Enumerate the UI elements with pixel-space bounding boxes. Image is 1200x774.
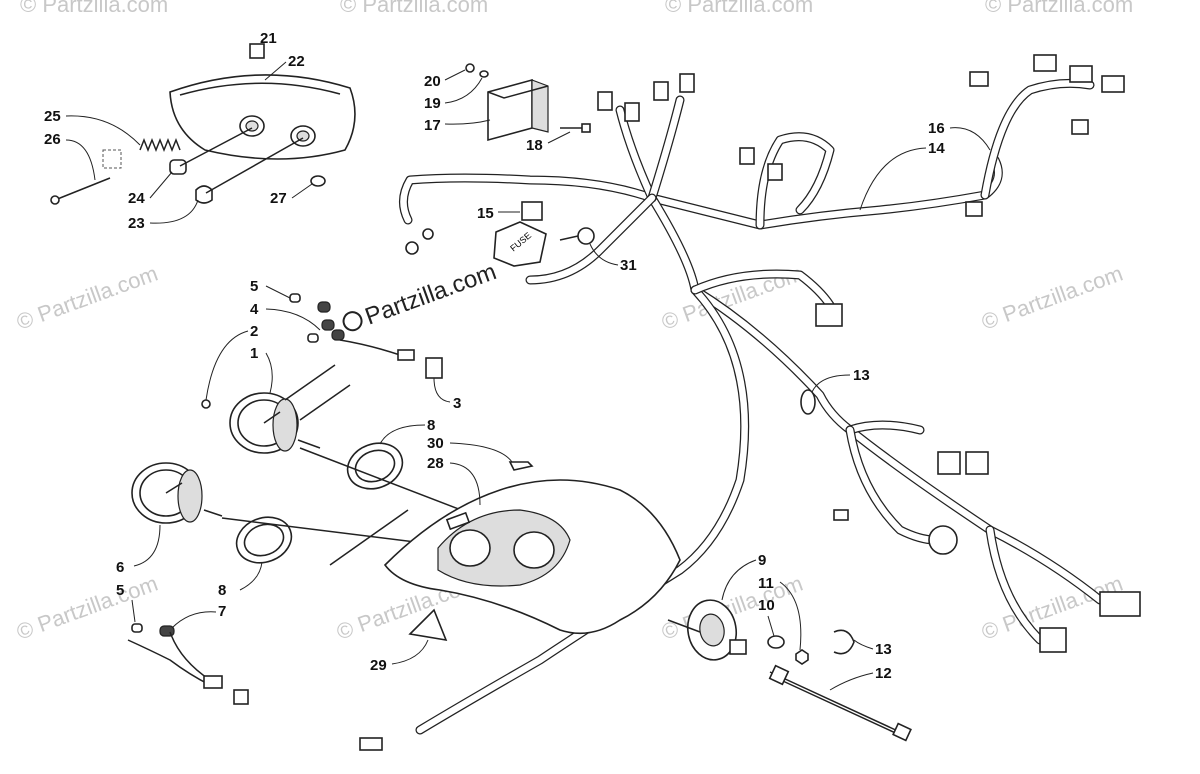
callout-14: 14 [928,140,945,157]
callout-10: 10 [758,597,775,614]
callout-8: 8 [427,417,435,434]
callout-20: 20 [424,73,441,90]
callout-12: 12 [875,665,892,682]
harness-connectors [359,54,1141,751]
watermark: © Partzilla.com [13,571,161,645]
callout-8b: 8 [218,582,226,599]
harness-tie [800,389,816,415]
watermark: © Partzilla.com [985,0,1133,17]
callout-30: 30 [427,435,444,452]
instrument-panel [383,479,681,635]
speedometer-gauge [131,462,223,524]
callout-22: 22 [288,53,305,70]
tach-bulb-sockets [289,293,443,379]
watermark-center-text: Partzilla.com [362,258,500,330]
fuse-holder: FUSE [493,201,595,267]
watermark: © Partzilla.com [13,261,161,335]
callout-3: 3 [453,395,461,412]
callout-29: 29 [370,657,387,674]
callout-28: 28 [427,455,444,472]
speedo-bulb-sockets [127,623,249,705]
tachometer-gauge [201,364,351,454]
callout-27: 27 [270,190,287,207]
bulb-part [169,159,187,175]
watermark: © Partzilla.com [340,0,488,17]
watermark: © Partzilla.com [665,0,813,17]
headlight-assembly [50,43,356,205]
callout-2: 2 [250,323,258,340]
callout-26: 26 [44,131,61,148]
watermark: © Partzilla.com [978,261,1126,335]
callout-24: 24 [128,190,145,207]
callout-21: 21 [260,30,277,47]
warning-decal [408,608,448,642]
indicator-bulb [508,461,534,471]
callout-13: 13 [853,367,870,384]
callout-5b: 5 [116,582,124,599]
callout-15: 15 [477,205,494,222]
callout-23: 23 [128,215,145,232]
callout-7: 7 [218,603,226,620]
callout-16: 16 [928,120,945,137]
callouts: 21 22 25 26 24 23 27 20 19 17 18 15 31 1… [44,30,991,691]
callout-11: 11 [758,575,774,592]
callout-9: 9 [758,552,766,569]
main-wiring-harness [399,78,1105,735]
spring-part [139,137,181,153]
callout-1: 1 [250,345,258,362]
callout-4: 4 [250,301,259,318]
gauge-bezels [221,442,561,566]
callout-5: 5 [250,278,258,295]
callout-31: 31 [620,257,637,274]
voltage-regulator [465,63,591,142]
callout-18: 18 [526,137,543,154]
speedo-drive-cable [667,599,912,742]
callout-6: 6 [116,559,124,576]
callout-19: 19 [424,95,441,112]
callout-13b: 13 [875,641,892,658]
callout-25: 25 [44,108,61,125]
center-watermark: Partzilla.com [342,258,500,332]
watermark: © Partzilla.com [20,0,168,17]
callout-17: 17 [424,117,441,134]
